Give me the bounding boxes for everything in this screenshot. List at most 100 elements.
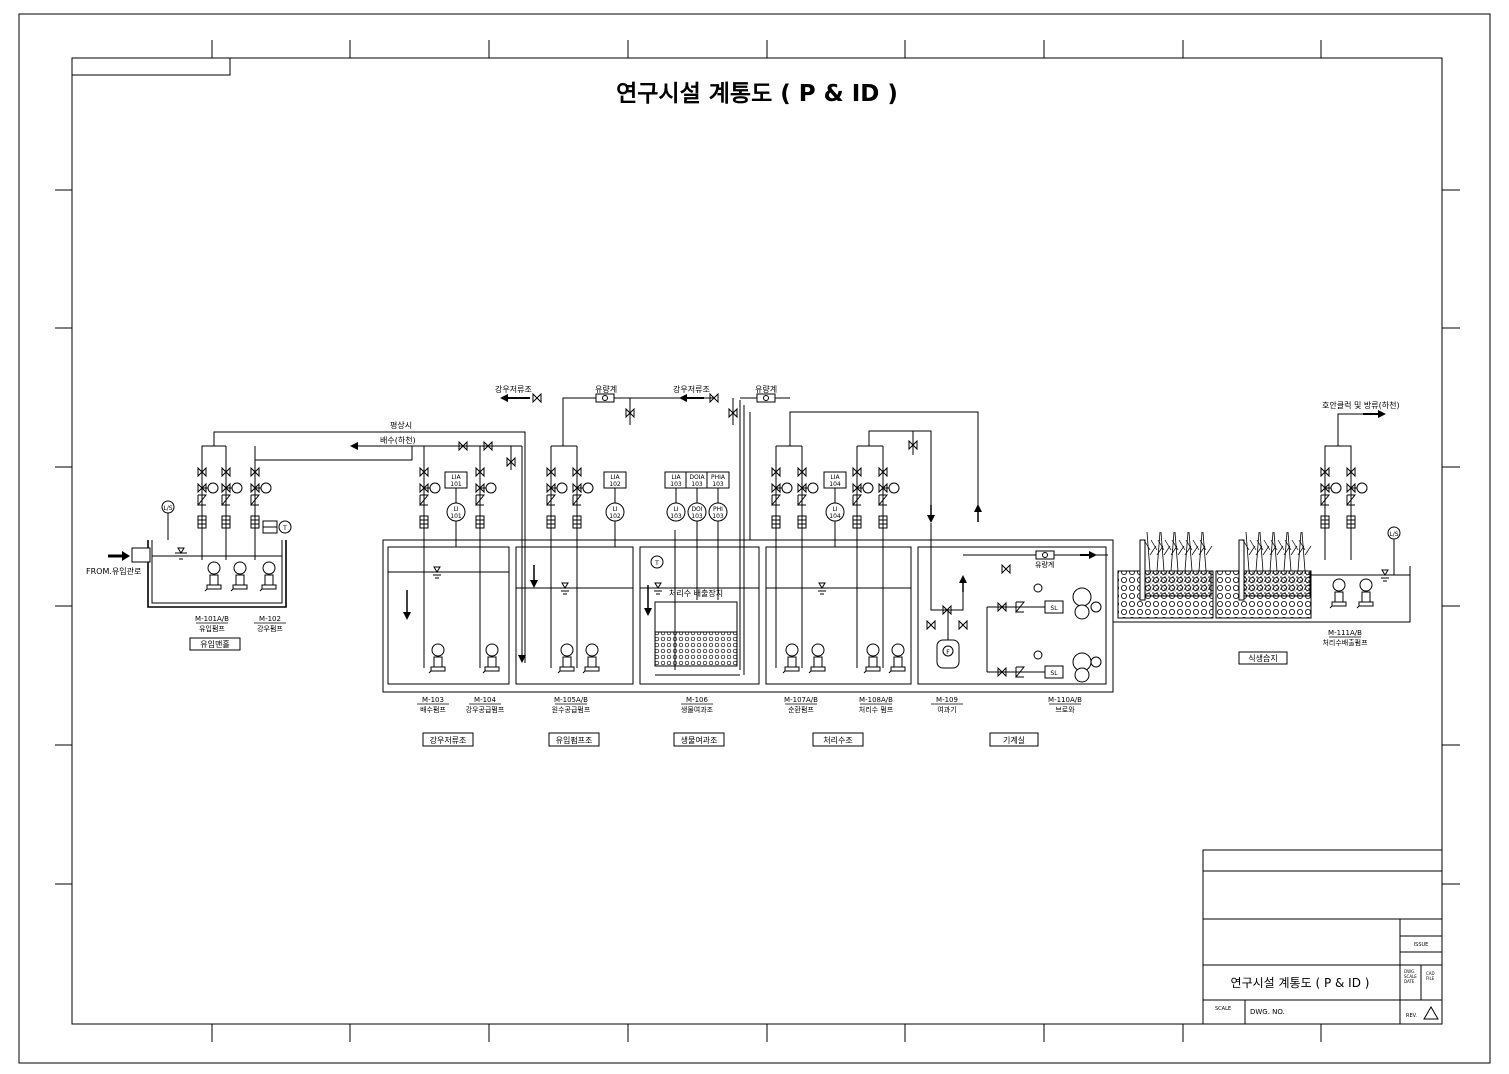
svg-text:L/S: L/S	[163, 505, 172, 512]
treated-outlet-label: 처리수 배출장치	[669, 588, 723, 598]
machine-room-equipment: F 유량계 SL SL	[926, 523, 1108, 683]
svg-text:T: T	[282, 525, 287, 532]
scale-label: SCALE	[1215, 1006, 1231, 1012]
svg-text:T: T	[654, 560, 659, 567]
equipment-name: 강우펌프	[257, 624, 283, 633]
valve-train	[250, 446, 272, 540]
tank-pump: 유입펌프조	[556, 735, 593, 745]
pump-valve-trains	[197, 446, 1368, 540]
svg-text:PHI: PHI	[713, 506, 723, 513]
inflow-manhole: FROM.유입관로 L/S T	[86, 500, 292, 608]
outer-border	[18, 13, 1491, 1064]
equipment-name: 브로와	[1055, 705, 1075, 714]
dwg-no-label: DWG. NO.	[1250, 1008, 1285, 1016]
svg-text:DATE: DATE	[1404, 979, 1415, 984]
title-block: ISSUE 연구시설 계통도 ( P & ID ) DWG. SCALE DAT…	[1202, 849, 1443, 1025]
svg-text:102: 102	[609, 513, 621, 520]
drawing-title: 연구시설 계통도 ( P & ID )	[616, 81, 898, 107]
svg-text:LIA: LIA	[610, 474, 620, 481]
svg-text:SCALE: SCALE	[1404, 974, 1417, 979]
svg-text:SL: SL	[1050, 670, 1058, 677]
title-block-title: 연구시설 계통도 ( P & ID )	[1231, 976, 1370, 990]
svg-text:F: F	[946, 649, 950, 656]
svg-text:PHIA: PHIA	[711, 474, 726, 481]
equipment-tag: M-103	[422, 696, 444, 704]
issue-label: ISSUE	[1414, 942, 1429, 948]
equipment-tag: M-111A/B	[1328, 629, 1362, 637]
svg-text:103: 103	[670, 513, 682, 520]
valve-train	[1346, 446, 1368, 540]
valve-train	[797, 446, 819, 540]
svg-text:LIA: LIA	[451, 474, 461, 481]
flow-arrows	[403, 446, 982, 663]
valve-train	[546, 446, 568, 540]
svg-text:103: 103	[691, 513, 703, 520]
label-flowmeter-2: 유량계	[755, 384, 777, 394]
tank-wetland: 식생습지	[1248, 653, 1277, 663]
svg-text:LI: LI	[453, 506, 458, 513]
equipment-tag: M-105A/B	[554, 696, 588, 704]
equipment-name: 유입펌프	[199, 624, 225, 633]
svg-text:LI: LI	[832, 506, 837, 513]
label-flowmeter-blower: 유량계	[1035, 560, 1054, 569]
temperature-indicator	[278, 520, 292, 534]
valve-train	[771, 446, 793, 540]
valve-train	[419, 446, 441, 540]
corner-tab	[71, 57, 231, 76]
rev-label: REV.	[1406, 1013, 1417, 1019]
inner-border	[71, 57, 1443, 1025]
svg-text:CAD: CAD	[1426, 971, 1435, 976]
valve-train	[221, 446, 243, 540]
basin-risers	[423, 400, 884, 675]
label-final-discharge: 호안클럭 및 방류(하천)	[1322, 400, 1400, 410]
basin-compartments	[387, 546, 1107, 685]
svg-text:LIA: LIA	[830, 474, 840, 481]
svg-text:FILE: FILE	[1426, 976, 1435, 981]
svg-text:LI: LI	[673, 506, 678, 513]
constructed-wetland: L/S 호안클럭 및 방류(하천)	[1112, 400, 1411, 623]
svg-text:L/S: L/S	[1389, 531, 1398, 538]
svg-text:101: 101	[450, 513, 462, 520]
equipment-tag: M-101A/B	[195, 615, 229, 623]
label-storage-2: 강우저류조	[673, 384, 710, 394]
svg-text:LI: LI	[612, 506, 617, 513]
svg-text:103: 103	[712, 513, 724, 520]
equipment-name: 배수펌프	[420, 705, 446, 714]
biofilter-media	[654, 631, 738, 667]
svg-text:103: 103	[691, 481, 703, 488]
label-jeongsangsi: 평상시	[390, 420, 412, 430]
inlet-label: FROM.유입관로	[86, 566, 141, 576]
equipment-name: 원수공급펌프	[552, 705, 591, 714]
equipment-tag: M-104	[474, 696, 496, 704]
svg-text:104: 104	[829, 513, 841, 520]
valve-train	[197, 446, 219, 540]
valve-train	[572, 446, 594, 540]
label-flowmeter-1: 유량계	[595, 384, 617, 394]
svg-text:101: 101	[450, 481, 462, 488]
water-levels	[388, 566, 911, 595]
equipment-name: 처리수배출펌프	[1322, 638, 1368, 647]
top-outlets: 평상시 배수(하천) 강우저류조 유량계 강우저류조 유량계	[350, 384, 777, 450]
top-header-pipes	[510, 397, 979, 540]
pumps-m101-m102	[204, 561, 277, 592]
valve-train	[852, 446, 874, 540]
equipment-tag: M-102	[259, 615, 281, 623]
valve-train	[1320, 446, 1342, 540]
valve-train	[475, 446, 497, 540]
equipment-tag: M-108A/B	[859, 696, 893, 704]
tank-biofilter: 생물여과조	[681, 735, 718, 745]
equipment-name: 순환펌프	[788, 705, 814, 714]
svg-text:104: 104	[829, 481, 841, 488]
label-discharge-river: 배수(하천)	[380, 435, 416, 445]
svg-text:LIA: LIA	[671, 474, 681, 481]
svg-text:SL: SL	[1050, 605, 1058, 612]
equipment-name: 강우공급펌프	[466, 705, 505, 714]
border-ticks	[55, 40, 1460, 1042]
equipment-tag: M-106	[686, 696, 708, 704]
svg-text:DOIA: DOIA	[689, 474, 705, 481]
valve-train	[878, 446, 900, 540]
label-storage-1: 강우저류조	[495, 384, 532, 394]
